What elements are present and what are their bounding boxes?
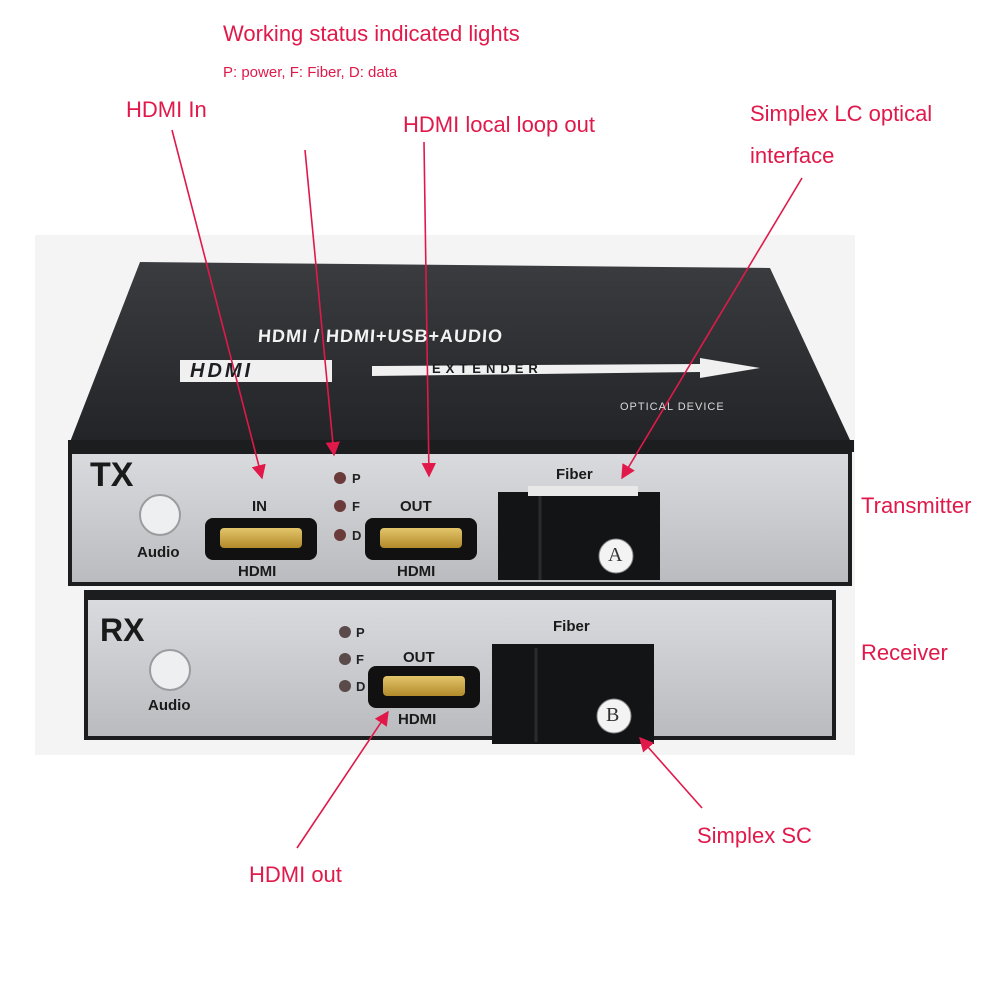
rx-connector-letter: B	[606, 704, 620, 726]
rx-led-f	[339, 653, 351, 665]
transmitter-annotation: Transmitter	[861, 493, 972, 518]
tx-fiber-label: Fiber	[556, 466, 593, 483]
top-label-line: HDMI / HDMI+USB+AUDIO	[257, 326, 504, 346]
status-lights-legend: P: power, F: Fiber, D: data	[223, 64, 398, 81]
rx-label: RX	[100, 612, 145, 648]
rx-fiber-connector	[492, 644, 654, 744]
rx-led-f-label: F	[356, 652, 364, 667]
tx-led-f-label: F	[352, 499, 360, 514]
extender-text: EXTENDER	[432, 361, 543, 376]
hdmi-logo-text: HDMI	[190, 360, 254, 382]
rx-audio-button	[149, 649, 191, 691]
tx-audio-button	[139, 494, 181, 536]
rx-fiber-label: Fiber	[553, 618, 590, 635]
rx-led-d-label: D	[356, 679, 366, 694]
simplex-sc-annotation: Simplex SC	[697, 823, 812, 848]
rx-led-p-label: P	[356, 625, 365, 640]
status-lights-title: Working status indicated lights	[223, 21, 520, 46]
tx-top-housing	[70, 262, 850, 442]
hdmi-in-annotation: HDMI In	[126, 97, 207, 122]
tx-led-p-label: P	[352, 471, 361, 486]
tx-audio-label: Audio	[137, 544, 180, 561]
lc-interface-annotation-line1: Simplex LC optical	[750, 101, 933, 126]
rx-led-p	[339, 626, 351, 638]
rx-led-d	[339, 680, 351, 692]
tx-out-label: OUT	[400, 498, 432, 515]
extender-arrow-shape	[372, 358, 760, 378]
tx-in-label: IN	[252, 498, 267, 515]
tx-led-f	[334, 500, 346, 512]
rx-audio-label: Audio	[148, 697, 191, 714]
optical-device-text: OPTICAL DEVICE	[620, 401, 725, 413]
rx-housing-rim	[84, 590, 836, 600]
tx-connector-letter: A	[608, 544, 623, 566]
hdmi-loop-out-annotation: HDMI local loop out	[403, 112, 595, 137]
hdmi-out-annotation: HDMI out	[249, 862, 342, 887]
tx-led-p	[334, 472, 346, 484]
tx-connector-badge	[598, 538, 634, 574]
rx-out-port-label: HDMI	[398, 711, 437, 728]
rx-out-label: OUT	[403, 649, 435, 666]
tx-label: TX	[90, 456, 134, 494]
rx-connector-badge	[596, 698, 632, 734]
tx-in-port-label: HDMI	[238, 563, 277, 580]
tx-out-port-label: HDMI	[397, 563, 436, 580]
tx-fiber-connector	[498, 492, 660, 580]
tx-led-d	[334, 529, 346, 541]
lc-interface-annotation-line2: interface	[750, 143, 835, 168]
receiver-annotation: Receiver	[861, 640, 948, 665]
tx-led-d-label: D	[352, 528, 362, 543]
